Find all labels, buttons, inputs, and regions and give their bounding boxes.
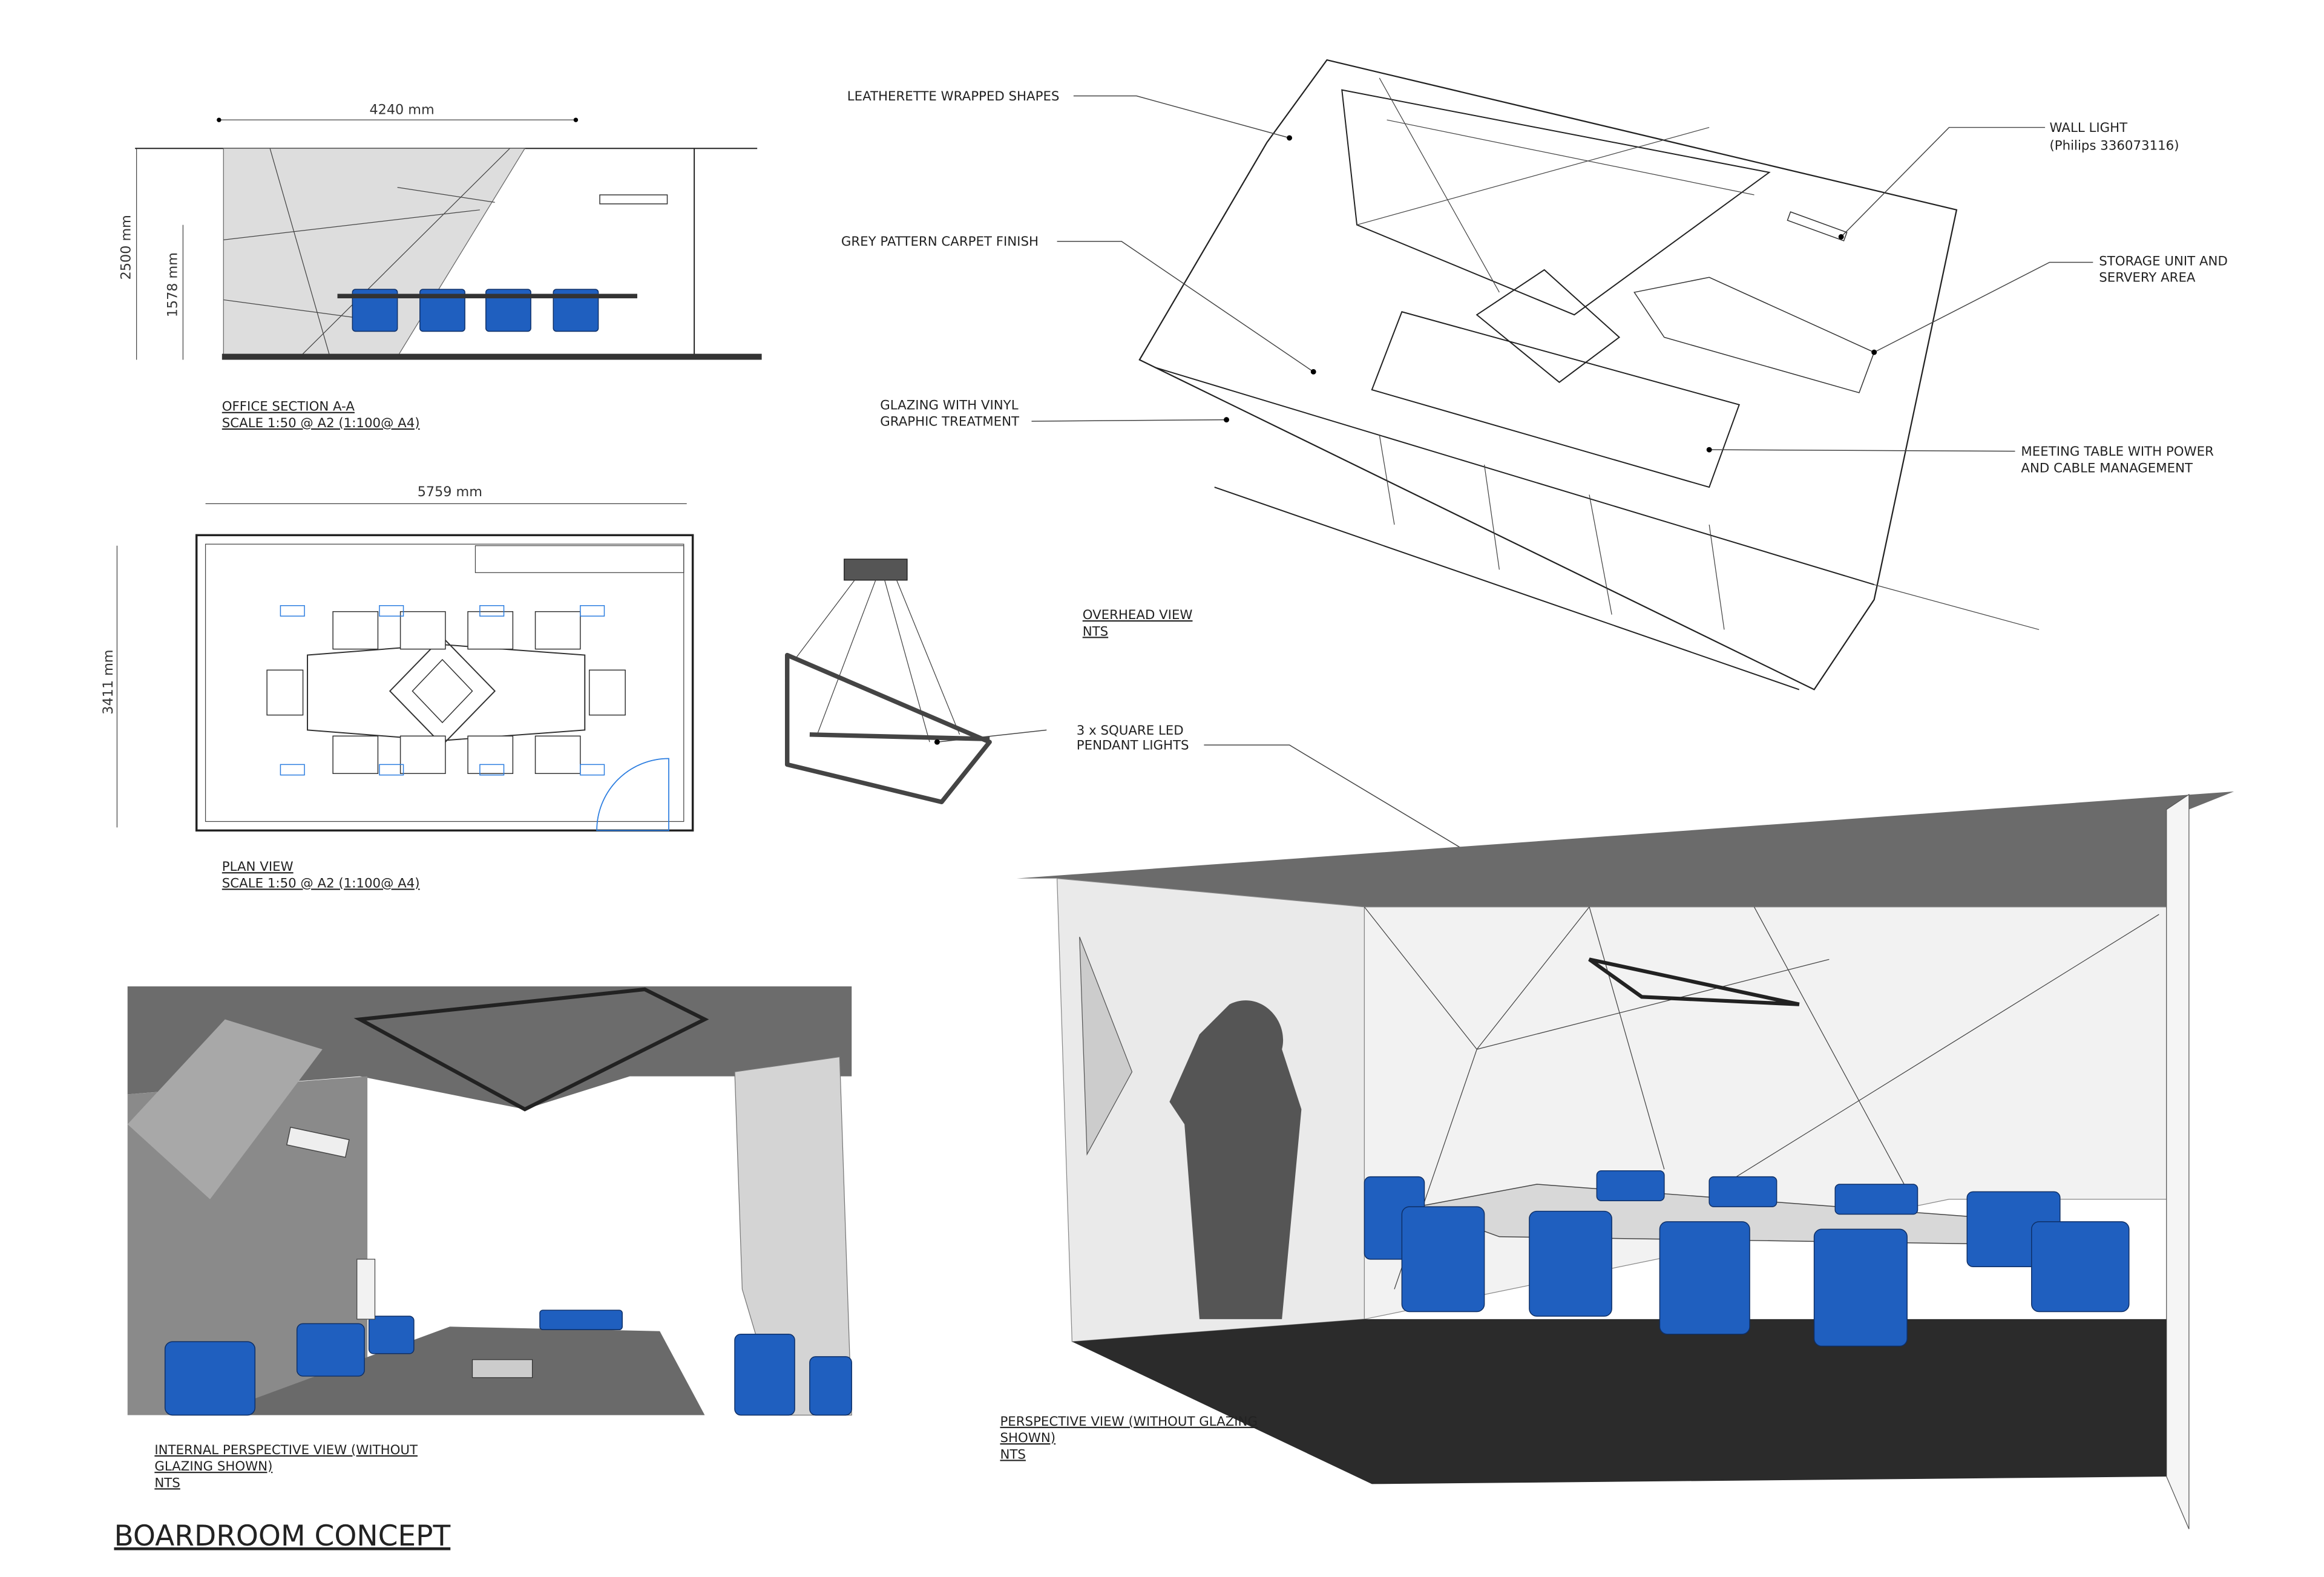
wall-light: [599, 194, 668, 205]
pendant-label-line1: 3 x SQUARE LED: [1077, 723, 1184, 738]
section-width-dimension: 4240 mm: [369, 102, 434, 117]
overhead-caption-title: OVERHEAD VIEW: [1083, 608, 1193, 623]
callout-table-line1: MEETING TABLE WITH POWER: [2021, 444, 2214, 459]
vase: [356, 1259, 376, 1320]
internal-caption-line1: INTERNAL PERSPECTIVE VIEW (WITHOUT: [154, 1443, 418, 1458]
callout-table-line2: AND CABLE MANAGEMENT: [2021, 461, 2193, 476]
plan-width-dimension: 5759 mm: [418, 484, 482, 500]
perspective-caption-line2: SHOWN): [1000, 1431, 1055, 1446]
internal-chairs: [164, 1310, 852, 1416]
person-silhouette: [1169, 1000, 1302, 1319]
pendant-light-drawing: 3 x SQUARE LED PENDANT LIGHTS: [784, 559, 1485, 863]
storage-unit: [474, 545, 684, 573]
section-subheight-dimension: 1578 mm: [165, 252, 180, 317]
callout-wall-light-line1: WALL LIGHT: [2049, 120, 2128, 136]
pendant-label-line2: PENDANT LIGHTS: [1077, 738, 1189, 753]
overhead-table: [1371, 311, 1741, 488]
internal-perspective-render: INTERNAL PERSPECTIVE VIEW (WITHOUT GLAZI…: [127, 986, 852, 1490]
section-height-dimension: 2500 mm: [119, 215, 134, 280]
perspective-chairs: [1364, 1170, 2130, 1347]
perspective-caption-line3: NTS: [1000, 1447, 1025, 1462]
plan-caption-title: PLAN VIEW: [222, 859, 294, 874]
section-chairs: [337, 289, 637, 332]
callout-glazing-line2: GRAPHIC TREATMENT: [880, 415, 1020, 430]
plan-table: [307, 644, 586, 741]
perspective-render: PERSPECTIVE VIEW (WITHOUT GLAZING SHOWN)…: [1000, 791, 2234, 1529]
callout-glazing-line1: GLAZING WITH VINYL: [880, 398, 1018, 413]
ceiling-shapes: [1341, 89, 1771, 316]
plan-light-markers: [280, 605, 605, 776]
internal-caption-line3: NTS: [154, 1475, 180, 1490]
door-swing: [596, 758, 669, 831]
section-caption-scale: SCALE 1:50 @ A2 (1:100@ A4): [222, 416, 420, 431]
plan-caption-scale: SCALE 1:50 @ A2 (1:100@ A4): [222, 876, 420, 891]
plan-height-dimension: 3411 mm: [100, 650, 116, 715]
overhead-storage: [1633, 277, 1875, 393]
internal-caption-line2: GLAZING SHOWN): [154, 1459, 272, 1474]
plan-view-drawing: 5759 mm 3411 mm PLAN VIEW SCALE 1:50 @ A…: [100, 484, 694, 891]
office-section-drawing: 4240 mm 2500 mm 1578 mm OFFICE SECTION A…: [119, 102, 762, 431]
section-caption-title: OFFICE SECTION A-A: [222, 399, 355, 415]
plan-chairs: [266, 611, 626, 774]
ceiling: [1016, 791, 2234, 907]
callout-leatherette: LEATHERETTE WRAPPED SHAPES: [847, 89, 1060, 104]
callout-carpet: GREY PATTERN CARPET FINISH: [841, 234, 1039, 249]
sheet-title: BOARDROOM CONCEPT: [114, 1520, 450, 1553]
callout-storage-line1: STORAGE UNIT AND: [2099, 254, 2228, 269]
callout-storage-line2: SERVERY AREA: [2099, 270, 2196, 286]
callout-wall-light-line2: (Philips 336073116): [2049, 139, 2179, 154]
overhead-view-drawing: LEATHERETTE WRAPPED SHAPES GREY PATTERN …: [841, 59, 2228, 690]
overhead-caption-scale: NTS: [1083, 624, 1108, 639]
carpet: [1072, 1319, 2167, 1484]
perspective-caption-line1: PERSPECTIVE VIEW (WITHOUT GLAZING: [1000, 1414, 1258, 1429]
